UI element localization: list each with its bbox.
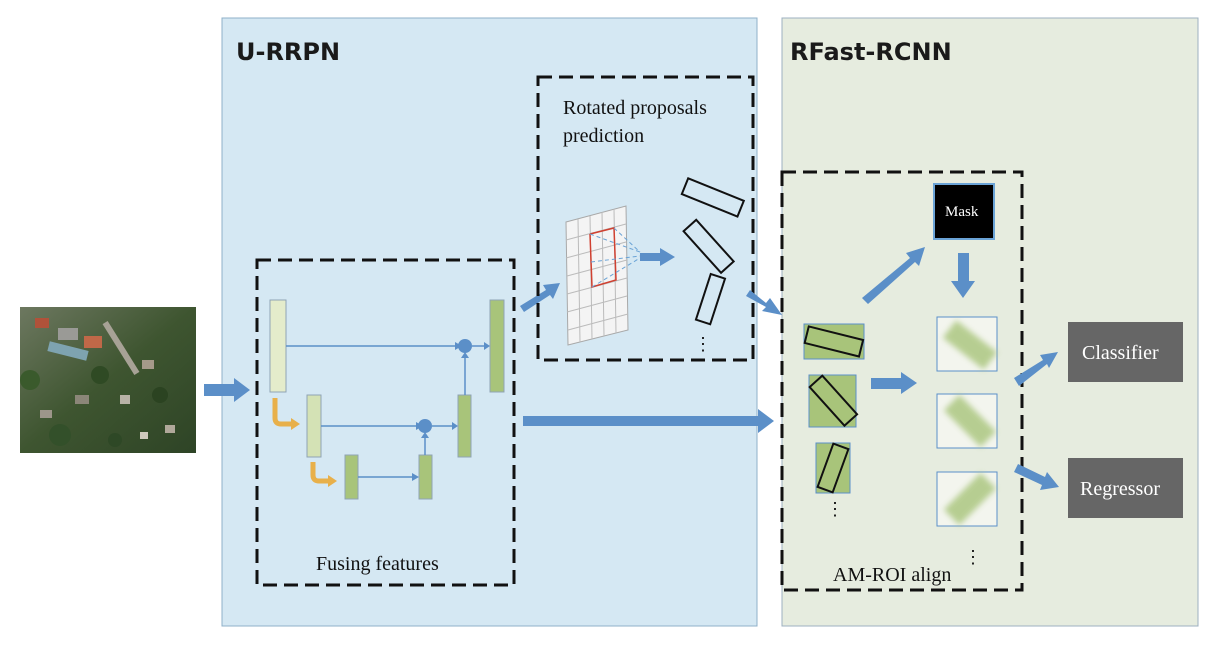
u-rrpn-title: U-RRPN: [236, 38, 340, 66]
feature-map-4: [418, 454, 433, 500]
rotated-proposals-label-line2: prediction: [563, 125, 644, 147]
features-to-roi-arrow: [523, 409, 774, 433]
fusing-features-box: [255, 258, 516, 587]
input-arrow: [204, 378, 250, 402]
rotated-proposal-boxes: [680, 177, 746, 326]
rotated-proposal-1: [680, 177, 746, 218]
feature-pyramid: [269, 299, 505, 500]
mask-label: Mask: [945, 204, 979, 220]
rotated-proposals-label-line1: Rotated proposals: [563, 97, 707, 119]
downsample-arrow-1: [272, 398, 292, 427]
fusing-to-proposals-arrow: [520, 283, 560, 312]
anchor-grid: [565, 205, 641, 346]
fusion-node-mid: [418, 419, 432, 433]
rfast-rcnn-title: RFast-RCNN: [790, 38, 952, 66]
input-aerial-image: [20, 307, 196, 453]
regressor-label: Regressor: [1080, 478, 1160, 500]
mask-down-arrow: [951, 253, 975, 298]
proposals-to-roi-arrow: [746, 290, 782, 315]
rotated-proposals-box: [536, 75, 755, 362]
classifier-box: [1068, 322, 1183, 382]
feature-map-1: [269, 299, 287, 393]
roi-ellipsis: ⋮: [826, 499, 844, 519]
downsample-arrow-2: [310, 462, 329, 484]
feature-map-2: [306, 394, 322, 458]
feature-map-6: [489, 299, 505, 393]
am-roi-align-label: AM-ROI align: [833, 564, 951, 586]
fusion-node-top: [458, 339, 472, 353]
feature-map-3: [344, 454, 359, 500]
roi-to-mask-arrow: [862, 247, 925, 304]
fusing-features-label: Fusing features: [316, 553, 439, 575]
aligned-features: [936, 316, 998, 527]
classifier-label: Classifier: [1082, 342, 1159, 364]
roi-to-aligned-arrow: [871, 372, 917, 394]
rotated-proposal-2: [682, 218, 736, 275]
rotated-proposal-3: [694, 272, 727, 326]
roi-crops: [803, 323, 865, 494]
mask-box: [933, 183, 995, 240]
grid-to-proposals-arrow: [640, 248, 675, 266]
to-regressor-arrow: [1014, 464, 1059, 490]
to-classifier-arrow: [1014, 352, 1058, 386]
feature-map-5: [457, 394, 472, 458]
aligned-ellipsis: ⋮: [964, 547, 982, 567]
regressor-box: [1068, 458, 1183, 518]
proposals-ellipsis: ⋮: [694, 334, 712, 354]
